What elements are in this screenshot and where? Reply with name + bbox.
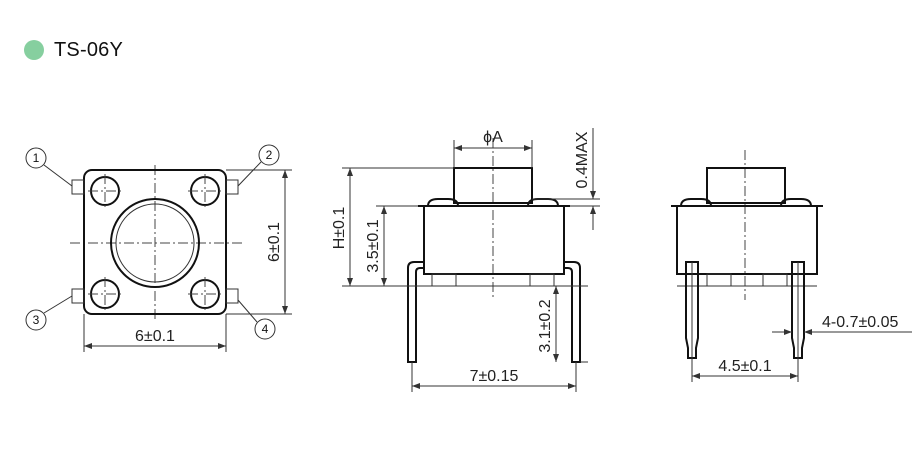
- dim-lead-length: 3.1±0.2: [537, 299, 554, 352]
- status-dot: [24, 40, 44, 60]
- dim-pin-pitch: 4.5±0.1: [718, 358, 771, 375]
- front-body: [423, 205, 565, 275]
- dim-body-height: 3.5±0.1: [365, 219, 382, 272]
- header: TS-06Y: [24, 40, 123, 60]
- dim-top-width: 6±0.1: [135, 328, 175, 345]
- side-actuator: [706, 167, 786, 204]
- dim-phi-a: ϕA: [483, 129, 503, 146]
- pin-label-2: 2: [266, 148, 273, 162]
- pin-label-4: 4: [262, 322, 269, 336]
- front-view: ϕA 0.4MAX H±0.1 3.5±0.1 3.1±0.2: [331, 128, 600, 392]
- actuator-inner: [115, 203, 195, 283]
- dim-lead-width: 4-0.7±0.05: [822, 314, 898, 331]
- pin-label-1: 1: [33, 151, 40, 165]
- dim-top-height: 6±0.1: [266, 222, 283, 262]
- dim-0-4-max: 0.4MAX: [574, 131, 591, 188]
- dim-lead-span: 7±0.15: [470, 368, 519, 385]
- actuator-outer: [110, 198, 200, 288]
- side-view: 4-0.7±0.05 4.5±0.1: [671, 150, 912, 382]
- pin-label-3: 3: [33, 313, 40, 327]
- dim-h: H±0.1: [331, 207, 348, 250]
- top-view: 1 2 3 4 6±0.1 6±0.1: [25, 144, 292, 352]
- front-actuator: [453, 167, 533, 204]
- page-title: TS-06Y: [54, 39, 124, 61]
- top-view-body: [83, 169, 227, 315]
